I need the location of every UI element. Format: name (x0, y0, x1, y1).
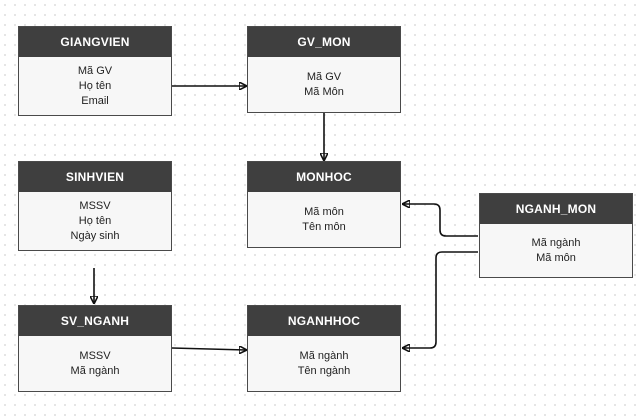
field-mssv: MSSV (79, 349, 111, 362)
entity-giangvien-title: GIANGVIEN (19, 27, 171, 57)
field-ngay-sinh: Ngày sinh (70, 229, 120, 242)
entity-nganhhoc-title: NGANHHOC (248, 306, 400, 336)
entity-gv-mon-title: GV_MON (248, 27, 400, 57)
field-ma-mon: Mã môn (304, 205, 344, 218)
entity-sv-nganh-fields: MSSV Mã ngành (19, 336, 171, 391)
field-ten-mon: Tên môn (302, 220, 346, 233)
connector-sv-nganh-nganhhoc (171, 348, 246, 350)
field-ma-mon: Mã Môn (304, 85, 344, 98)
field-mssv: MSSV (79, 199, 111, 212)
entity-sv-nganh[interactable]: SV_NGANH MSSV Mã ngành (18, 305, 172, 392)
field-ten-nganh: Tên ngành (297, 364, 351, 377)
field-ma-gv: Mã GV (77, 64, 113, 77)
connector-nganh-mon-monhoc (403, 204, 478, 237)
connector-nganh-mon-nganhhoc (403, 251, 478, 348)
entity-sinhvien-fields: MSSV Họ tên Ngày sinh (19, 192, 171, 250)
field-ma-nganh: Mã ngành (70, 364, 120, 377)
entity-sinhvien-title: SINHVIEN (19, 162, 171, 192)
entity-sinhvien[interactable]: SINHVIEN MSSV Họ tên Ngày sinh (18, 161, 172, 251)
entity-nganhhoc[interactable]: NGANHHOC Mã ngành Tên ngành (247, 305, 401, 392)
field-ma-nganh: Mã ngành (531, 236, 581, 249)
entity-nganhhoc-fields: Mã ngành Tên ngành (248, 336, 400, 391)
field-ma-nganh: Mã ngành (299, 349, 349, 362)
field-ho-ten: Họ tên (78, 79, 112, 92)
field-ma-gv: Mã GV (306, 70, 342, 83)
field-email: Email (81, 94, 109, 107)
field-ma-mon: Mã môn (536, 251, 576, 264)
entity-nganh-mon-fields: Mã ngành Mã môn (480, 224, 632, 277)
entity-giangvien[interactable]: GIANGVIEN Mã GV Họ tên Email (18, 26, 172, 116)
field-ho-ten: Họ tên (78, 214, 112, 227)
entity-sv-nganh-title: SV_NGANH (19, 306, 171, 336)
entity-nganh-mon-title: NGANH_MON (480, 194, 632, 224)
entity-nganh-mon[interactable]: NGANH_MON Mã ngành Mã môn (479, 193, 633, 278)
entity-monhoc[interactable]: MONHOC Mã môn Tên môn (247, 161, 401, 248)
entity-monhoc-title: MONHOC (248, 162, 400, 192)
entity-monhoc-fields: Mã môn Tên môn (248, 192, 400, 247)
entity-giangvien-fields: Mã GV Họ tên Email (19, 57, 171, 115)
entity-gv-mon-fields: Mã GV Mã Môn (248, 57, 400, 112)
entity-gv-mon[interactable]: GV_MON Mã GV Mã Môn (247, 26, 401, 113)
